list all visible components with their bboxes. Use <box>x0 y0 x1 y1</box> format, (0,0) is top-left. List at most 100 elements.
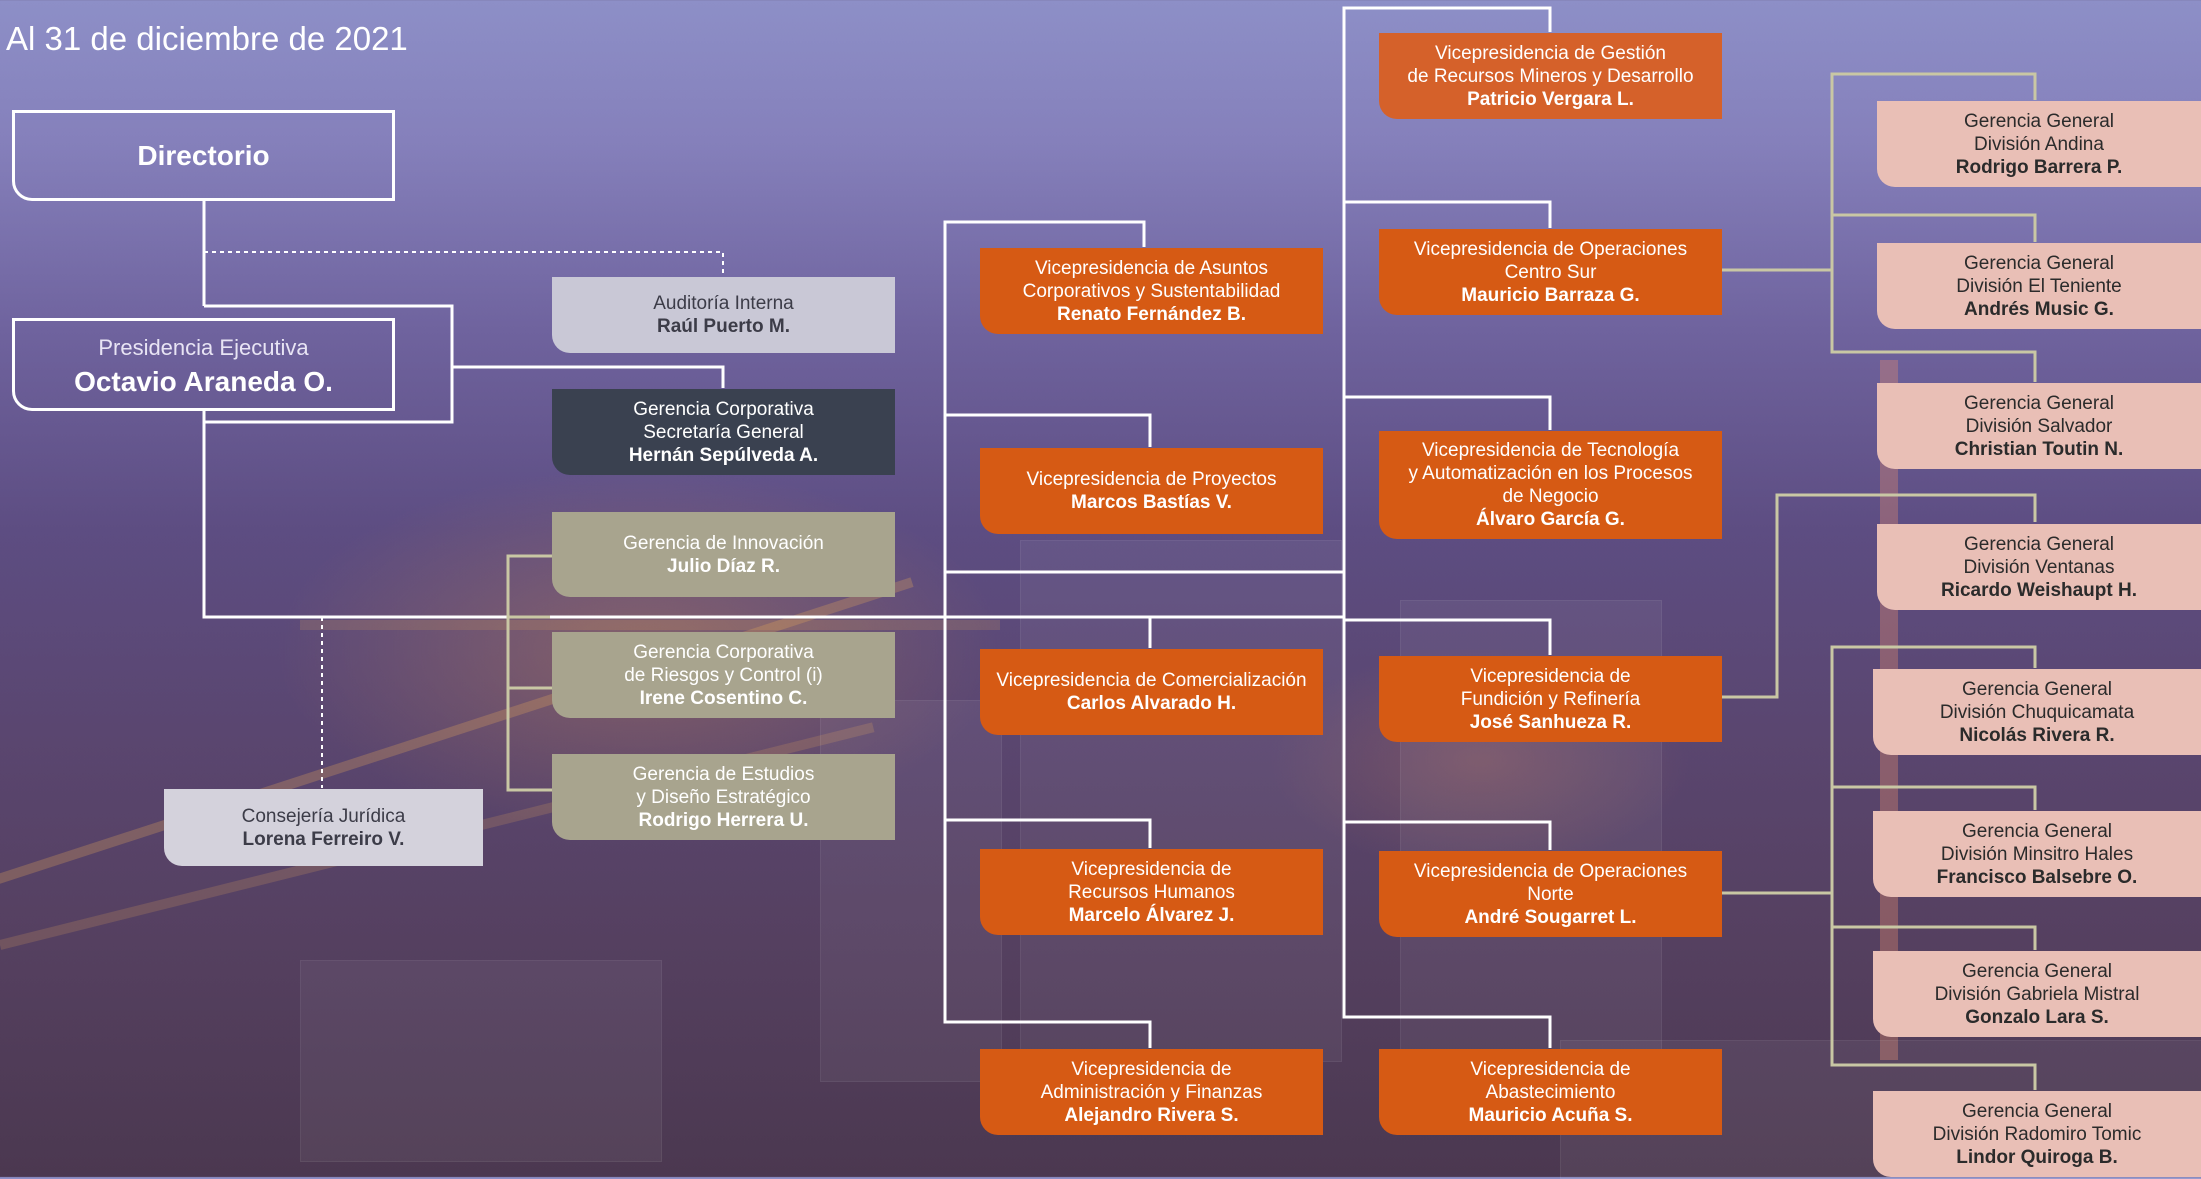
vp-fundicion-title-1: Vicepresidencia de <box>1470 665 1631 687</box>
vp-proyectos-title: Vicepresidencia de Proyectos <box>1026 469 1277 490</box>
division-salvador-name: Christian Toutin N. <box>1954 438 2124 460</box>
vp-centro-sur-title-1: Vicepresidencia de Operaciones <box>1413 238 1688 260</box>
vp-rrhh-title-2: Recursos Humanos <box>1068 881 1235 903</box>
division-chuqui-title-1: Gerencia General <box>1962 678 2112 700</box>
division-salvador-title-2: División Salvador <box>1965 415 2113 437</box>
vp-recursos-name: Patricio Vergara L. <box>1467 88 1634 110</box>
directorio-box: Directorio <box>12 110 395 201</box>
vp-fundicion-title-2: Fundición y Refinería <box>1460 688 1641 710</box>
division-teniente-title-2: División El Teniente <box>1956 275 2122 297</box>
vp-proyectos-name: Marcos Bastías V. <box>1071 492 1232 513</box>
division-tomic-name: Lindor Quiroga B. <box>1956 1146 2118 1168</box>
vp-tecnologia-title-2: y Automatización en los Procesos <box>1408 463 1693 484</box>
vp-recursos-title-2: de Recursos Mineros y Desarrollo <box>1407 65 1694 87</box>
division-teniente-name: Andrés Music G. <box>1964 298 2114 320</box>
division-chuqui-name: Nicolás Rivera R. <box>1959 724 2115 746</box>
division-salvador-title-1: Gerencia General <box>1964 392 2114 414</box>
division-ventanas-name: Ricardo Weishaupt H. <box>1940 579 2137 601</box>
vp-comercializacion-title: Vicepresidencia de Comercialización <box>996 670 1307 691</box>
division-salvador-box: Gerencia General División Salvador Chris… <box>1877 383 2201 469</box>
secretaria-name: Hernán Sepúlveda A. <box>628 444 819 466</box>
division-chuqui-box: Gerencia General División Chuquicamata N… <box>1873 669 2201 755</box>
division-tomic-title-1: Gerencia General <box>1962 1100 2112 1122</box>
innovacion-box: Gerencia de Innovación Julio Díaz R. <box>552 512 895 597</box>
secretaria-title-1: Gerencia Corporativa <box>633 398 814 420</box>
vp-asuntos-name: Renato Fernández B. <box>1057 303 1246 325</box>
vp-norte-box: Vicepresidencia de Operaciones Norte And… <box>1379 851 1722 937</box>
vp-norte-name: André Sougarret L. <box>1464 906 1637 928</box>
vp-finanzas-title-1: Vicepresidencia de <box>1071 1058 1232 1080</box>
vp-finanzas-name: Alejandro Rivera S. <box>1064 1104 1239 1126</box>
division-mistral-title-1: Gerencia General <box>1962 960 2112 982</box>
riesgos-title-1: Gerencia Corporativa <box>633 641 814 663</box>
vp-finanzas-title-2: Administración y Finanzas <box>1040 1081 1263 1103</box>
vp-abastecimiento-title-2: Abastecimiento <box>1485 1081 1616 1103</box>
division-tomic-box: Gerencia General División Radomiro Tomic… <box>1873 1091 2201 1177</box>
division-hales-name: Francisco Balsebre O. <box>1936 866 2138 888</box>
division-ventanas-title-2: División Ventanas <box>1963 556 2115 578</box>
estudios-title-2: y Diseño Estratégico <box>636 786 811 808</box>
presidencia-role: Presidencia Ejecutiva <box>98 334 309 360</box>
estudios-title-1: Gerencia de Estudios <box>632 763 815 785</box>
directorio-label: Directorio <box>137 140 270 171</box>
division-ventanas-title-1: Gerencia General <box>1964 533 2114 555</box>
division-ventanas-box: Gerencia General División Ventanas Ricar… <box>1877 524 2201 610</box>
vp-fundicion-name: José Sanhueza R. <box>1469 711 1632 733</box>
juridica-title: Consejería Jurídica <box>241 805 406 827</box>
juridica-name: Lorena Ferreiro V. <box>242 828 405 850</box>
division-mistral-name: Gonzalo Lara S. <box>1965 1006 2109 1028</box>
division-hales-title-2: División Minsitro Hales <box>1940 843 2134 865</box>
vp-abastecimiento-box: Vicepresidencia de Abastecimiento Mauric… <box>1379 1049 1722 1135</box>
vp-abastecimiento-title-1: Vicepresidencia de <box>1470 1058 1631 1080</box>
vp-tecnologia-box: Vicepresidencia de Tecnología y Automati… <box>1379 431 1722 539</box>
riesgos-title-2: de Riesgos y Control (i) <box>624 664 823 686</box>
division-teniente-title-1: Gerencia General <box>1964 252 2114 274</box>
vp-centro-sur-title-2: Centro Sur <box>1504 261 1597 283</box>
vp-proyectos-box: Vicepresidencia de Proyectos Marcos Bast… <box>980 448 1323 534</box>
juridica-box: Consejería Jurídica Lorena Ferreiro V. <box>164 789 483 866</box>
division-teniente-box: Gerencia General División El Teniente An… <box>1877 243 2201 329</box>
auditoria-title: Auditoría Interna <box>653 293 794 314</box>
vp-tecnologia-name: Álvaro García G. <box>1476 509 1625 530</box>
vp-centro-sur-name: Mauricio Barraza G. <box>1461 284 1640 306</box>
division-mistral-title-2: División Gabriela Mistral <box>1934 983 2140 1005</box>
vp-rrhh-box: Vicepresidencia de Recursos Humanos Marc… <box>980 849 1323 935</box>
vp-asuntos-title-2: Corporativos y Sustentabilidad <box>1022 280 1281 302</box>
vp-recursos-box: Vicepresidencia de Gestión de Recursos M… <box>1379 33 1722 119</box>
vp-recursos-title-1: Vicepresidencia de Gestión <box>1435 42 1666 64</box>
vp-fundicion-box: Vicepresidencia de Fundición y Refinería… <box>1379 656 1722 742</box>
riesgos-box: Gerencia Corporativa de Riesgos y Contro… <box>552 632 895 718</box>
presidencia-name: Octavio Araneda O. <box>74 365 333 397</box>
secretaria-box: Gerencia Corporativa Secretaría General … <box>552 389 895 475</box>
division-andina-title-2: División Andina <box>1974 133 2104 155</box>
vp-asuntos-box: Vicepresidencia de Asuntos Corporativos … <box>980 248 1323 334</box>
vp-rrhh-name: Marcelo Álvarez J. <box>1068 904 1235 926</box>
estudios-name: Rodrigo Herrera U. <box>638 809 809 831</box>
vp-tecnologia-title-1: Vicepresidencia de Tecnología <box>1421 440 1680 461</box>
vp-norte-title-2: Norte <box>1527 883 1574 905</box>
innovacion-name: Julio Díaz R. <box>667 555 780 577</box>
vp-centro-sur-box: Vicepresidencia de Operaciones Centro Su… <box>1379 229 1722 315</box>
division-hales-title-1: Gerencia General <box>1962 820 2112 842</box>
vp-abastecimiento-name: Mauricio Acuña S. <box>1468 1104 1633 1126</box>
vp-rrhh-title-1: Vicepresidencia de <box>1071 858 1232 880</box>
division-andina-name: Rodrigo Barrera P. <box>1955 156 2123 178</box>
vp-comercializacion-name: Carlos Alvarado H. <box>1066 693 1237 714</box>
auditoria-name: Raúl Puerto M. <box>656 316 790 337</box>
riesgos-name: Irene Cosentino C. <box>639 687 808 709</box>
presidencia-box: Presidencia Ejecutiva Octavio Araneda O. <box>12 318 395 411</box>
division-andina-title-1: Gerencia General <box>1964 110 2114 132</box>
page-title: Al 31 de diciembre de 2021 <box>6 20 408 57</box>
division-hales-box: Gerencia General División Minsitro Hales… <box>1873 811 2201 897</box>
auditoria-box: Auditoría Interna Raúl Puerto M. <box>552 277 895 353</box>
division-mistral-box: Gerencia General División Gabriela Mistr… <box>1873 951 2201 1037</box>
vp-tecnologia-title-3: de Negocio <box>1502 486 1599 507</box>
vp-comercializacion-box: Vicepresidencia de Comercialización Carl… <box>980 649 1323 735</box>
innovacion-title: Gerencia de Innovación <box>623 532 824 554</box>
vp-asuntos-title-1: Vicepresidencia de Asuntos <box>1034 257 1269 279</box>
vp-norte-title-1: Vicepresidencia de Operaciones <box>1413 860 1688 882</box>
division-andina-box: Gerencia General División Andina Rodrigo… <box>1877 101 2201 187</box>
division-chuqui-title-2: División Chuquicamata <box>1939 701 2135 723</box>
vp-finanzas-box: Vicepresidencia de Administración y Fina… <box>980 1049 1323 1135</box>
